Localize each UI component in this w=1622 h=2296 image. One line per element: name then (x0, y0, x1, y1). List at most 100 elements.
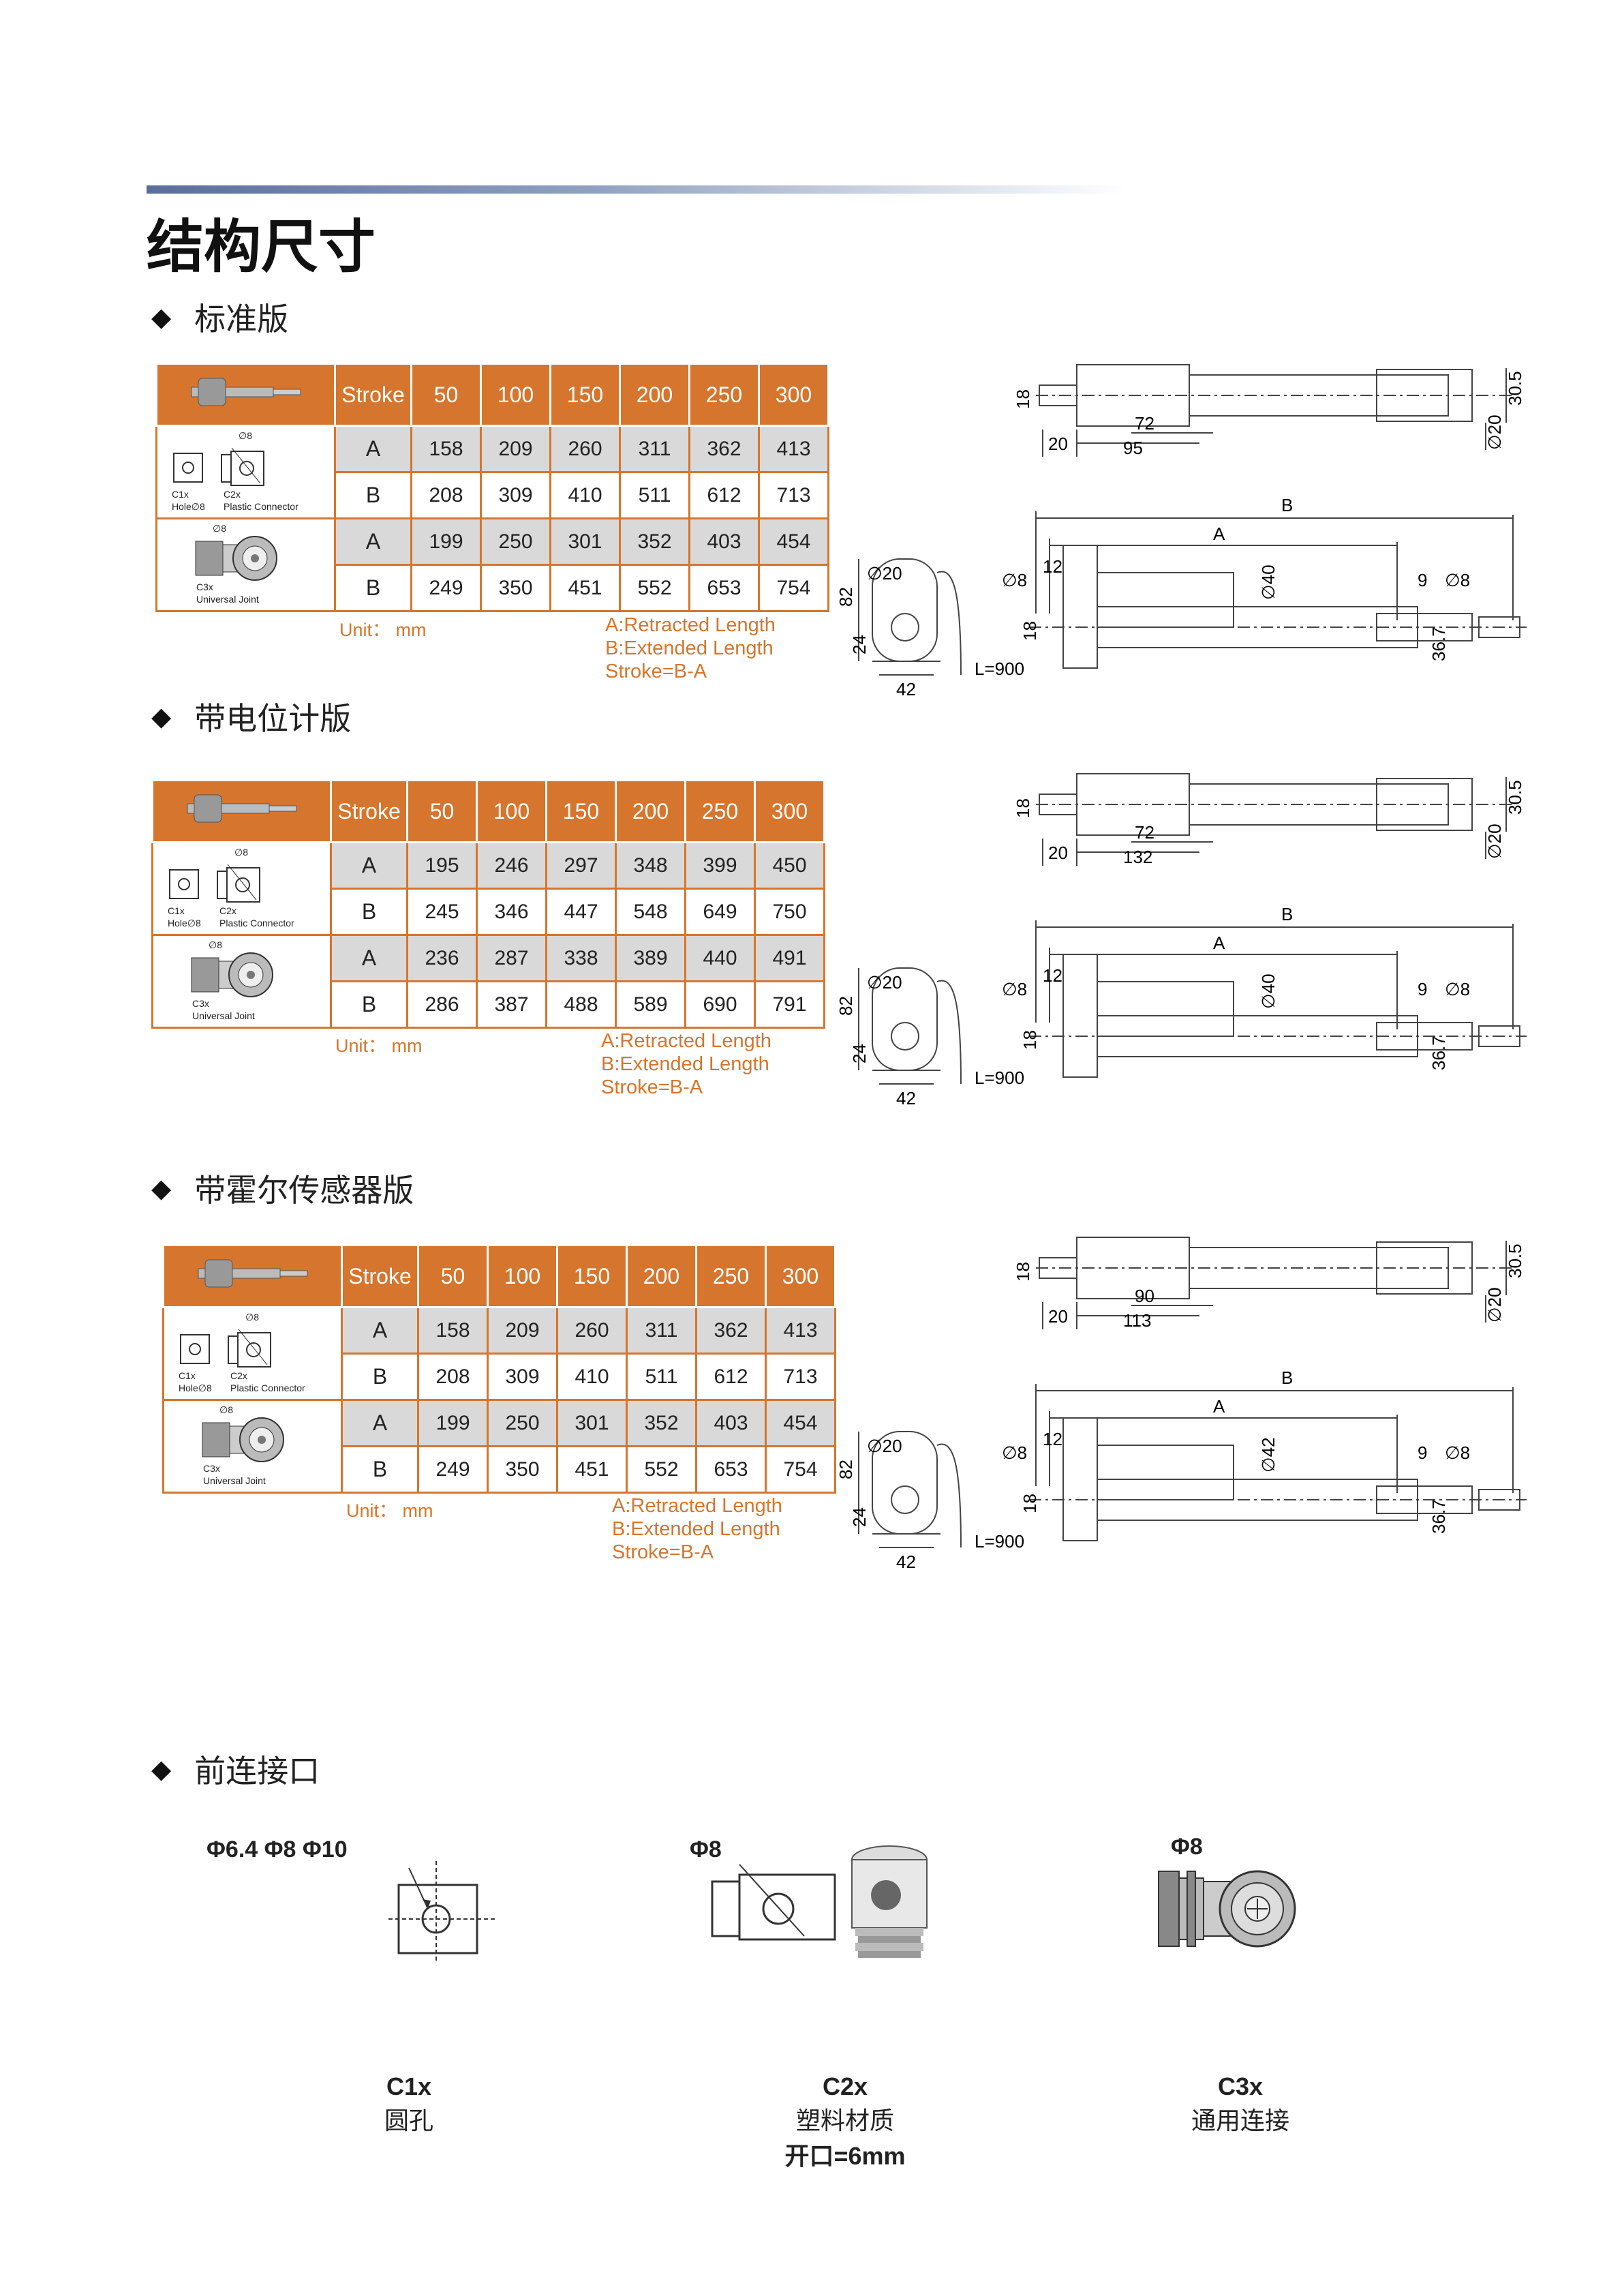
table-cell: 612 (688, 471, 760, 519)
diamond-bullet-icon: ◆ (151, 302, 172, 332)
table-cell: 199 (410, 517, 482, 566)
header-cell: 150 (545, 779, 617, 843)
dim-label: L=900 (975, 1531, 1024, 1552)
table-cell: 350 (480, 564, 551, 612)
table-cell: 653 (695, 1445, 767, 1494)
table-cell: 653 (688, 564, 760, 612)
header-cell: Stroke (334, 363, 412, 427)
dim-label: B (1281, 904, 1293, 924)
header-cell: 100 (487, 1244, 558, 1308)
legend-b: B:Extended Length (605, 637, 774, 659)
phi-label: ∅8 (245, 1311, 259, 1323)
table-cell: 309 (480, 471, 551, 519)
table-cell: 413 (765, 1306, 836, 1355)
legend-a: A:Retracted Length (601, 1030, 771, 1052)
row-label: B (341, 1445, 419, 1494)
dim-label: L=900 (975, 659, 1024, 679)
dim-label: ∅8 (1445, 570, 1470, 590)
dim-label: 30.5 (1505, 780, 1525, 815)
table-cell: 208 (410, 471, 482, 519)
c1x-label: C1x (168, 905, 185, 916)
table-cell: 209 (487, 1306, 558, 1355)
table-cell: 236 (406, 934, 478, 982)
header-cell: 300 (765, 1244, 836, 1308)
header-cell: 300 (754, 779, 825, 843)
dim-label: 18 (1020, 621, 1040, 641)
row-label: B (341, 1353, 419, 1401)
table-cell: 301 (556, 1399, 628, 1447)
c1x-desc: 圆孔 (384, 2107, 433, 2135)
dim-label: 36.7 (1428, 1499, 1449, 1534)
phi-label: ∅8 (239, 429, 252, 441)
dim-label: 12 (1043, 556, 1062, 577)
c1x-dims: Φ6.4 Φ8 Φ10 (206, 1837, 348, 1862)
dim-label: 20 (1048, 843, 1068, 863)
dim-label: 18 (1020, 1030, 1040, 1050)
table-cell: 750 (754, 888, 825, 936)
table-cell: 403 (688, 517, 760, 566)
table-cell: 447 (545, 888, 617, 936)
legend-b: B:Extended Length (601, 1053, 769, 1075)
table-cell: 311 (619, 425, 690, 473)
table-cell: 403 (695, 1399, 767, 1447)
header-cell: 50 (410, 363, 482, 427)
c3x-code: C3x (1217, 2072, 1264, 2100)
dim-label: A (1213, 1396, 1225, 1417)
header-cell: 250 (688, 363, 760, 427)
legend: A:Retracted Length B:Extended Length Str… (605, 614, 776, 683)
diamond-bullet-icon: ◆ (151, 701, 172, 731)
table-cell: 246 (476, 841, 547, 890)
diamond-bullet-icon: ◆ (151, 1754, 172, 1784)
dim-label: 24 (849, 635, 870, 654)
c2x-sub: Plastic Connector (224, 500, 299, 512)
dim-label: 82 (836, 996, 856, 1016)
row-label: A (334, 425, 412, 473)
dim-label: 90 (1135, 1286, 1154, 1306)
dim-label: L=900 (975, 1068, 1024, 1088)
row-label: B (330, 888, 408, 936)
table-cell: 199 (417, 1399, 489, 1447)
page-title: 结构尺寸 (147, 213, 376, 280)
legend-stroke: Stroke=B-A (612, 1541, 714, 1563)
dim-label: A (1213, 933, 1225, 953)
row-label: A (330, 934, 408, 982)
dim-label: 113 (1123, 1310, 1151, 1331)
table-cell: 410 (549, 471, 621, 519)
dim-label: ∅20 (1484, 414, 1505, 450)
dim-label: ∅8 (1002, 570, 1027, 590)
table-cell: 511 (619, 471, 690, 519)
c2x-sub: Plastic Connector (230, 1382, 305, 1393)
dim-label: ∅8 (1002, 1442, 1027, 1463)
table-cell: 250 (487, 1399, 558, 1447)
table-cell: 348 (615, 841, 686, 890)
c3x-sub: Universal Joint (203, 1475, 266, 1486)
header-cell: 300 (758, 363, 829, 427)
table-cell: 250 (480, 517, 551, 566)
header-cell: 100 (476, 779, 547, 843)
table-cell: 209 (480, 425, 551, 473)
table-cell: 589 (615, 980, 686, 1029)
table-cell: 491 (754, 934, 825, 982)
header-cell: Stroke (341, 1244, 419, 1308)
dim-label: B (1281, 1368, 1293, 1388)
c1x-label: C1x (172, 488, 189, 500)
table-cell: 208 (417, 1353, 489, 1401)
table-cell: 362 (695, 1306, 767, 1355)
c1x-hole-icon (388, 1861, 498, 1963)
table-cell: 387 (476, 980, 547, 1029)
dim-label: 36.7 (1428, 1036, 1449, 1070)
table-cell: 754 (758, 564, 829, 612)
table-cell: 454 (758, 517, 829, 566)
c2x-sub: Plastic Connector (219, 917, 294, 928)
dim-label: ∅40 (1258, 973, 1279, 1009)
table-cell: 350 (487, 1445, 558, 1494)
section-heading: ◆标准版 (151, 294, 288, 339)
table-cell: 511 (626, 1353, 697, 1401)
c2x-label: C2x (219, 905, 236, 916)
dim-label: ∅40 (1258, 564, 1279, 600)
